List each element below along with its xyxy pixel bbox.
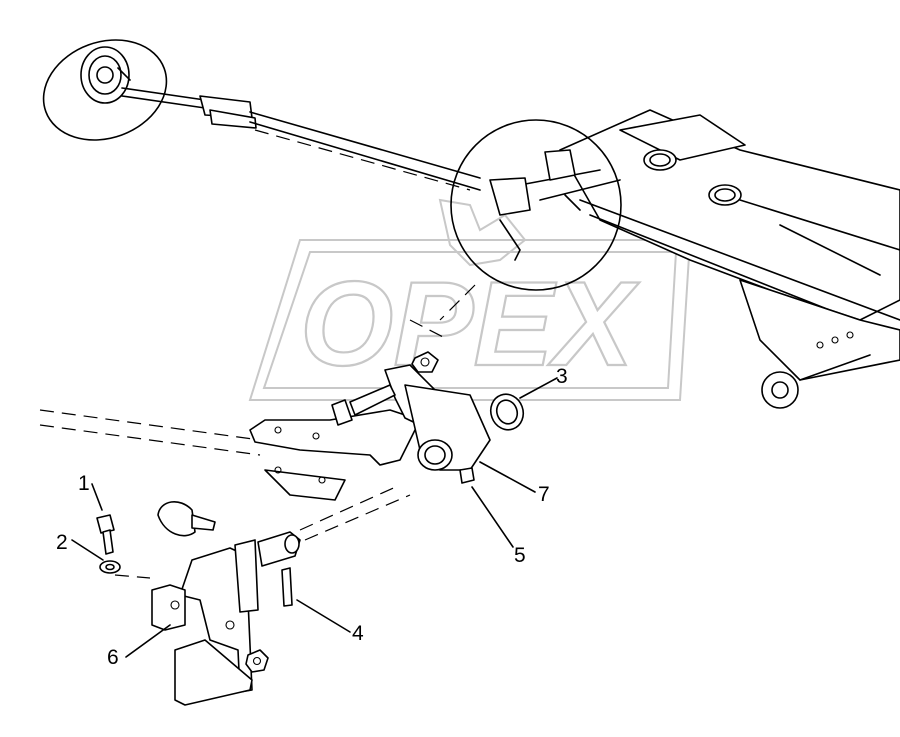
- assembly-line-d: [114, 574, 151, 579]
- bracket-part-7: [249, 364, 491, 471]
- callout-7: 7: [538, 483, 550, 506]
- pin-part-4: [281, 567, 293, 607]
- washer-part-2: [99, 560, 121, 574]
- assembly-line-a: [299, 484, 401, 531]
- callout-5: 5: [514, 544, 526, 567]
- callout-6: 6: [107, 646, 119, 669]
- bracket-part-6: [151, 539, 259, 706]
- callout-1: 1: [78, 472, 90, 495]
- svg-text:OPEX: OPEX: [300, 257, 640, 391]
- nut-upper: [411, 351, 439, 373]
- callout-leaders: [71, 377, 558, 658]
- assembly-line-b: [304, 494, 411, 541]
- detail-circle: [450, 119, 622, 291]
- leader-dashed-detail: [439, 284, 476, 321]
- disc-hub-assembly: [42, 39, 168, 141]
- drive-shaft: [121, 87, 481, 191]
- machine-frame: [489, 109, 900, 409]
- nut-lower: [245, 649, 269, 673]
- bolt-upper: [331, 384, 396, 426]
- grease-nipple-part-5: [459, 467, 475, 484]
- assembly-line-c: [409, 319, 446, 339]
- opex-watermark-logo: OPEX: [248, 198, 692, 401]
- callout-2: 2: [56, 531, 68, 554]
- callout-3: 3: [556, 365, 568, 388]
- rubber-buffer: [157, 501, 216, 537]
- ring-part-3: [489, 393, 525, 431]
- sleeve-bushing: [257, 531, 301, 567]
- bolt-part-1: [96, 514, 115, 555]
- callout-4: 4: [352, 622, 364, 645]
- base-plate-outline: [39, 409, 346, 501]
